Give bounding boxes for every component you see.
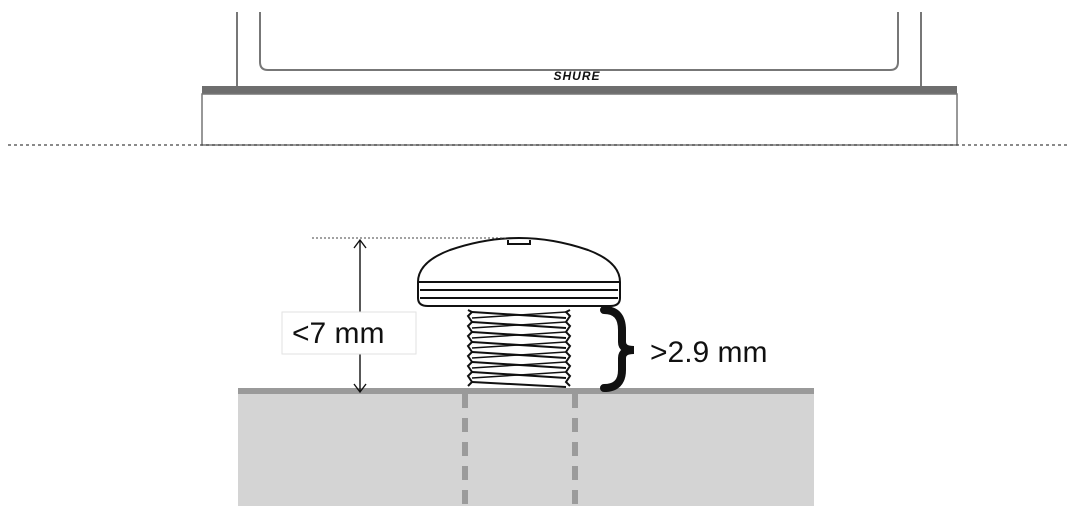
screw-thread bbox=[466, 308, 572, 388]
max-height-label: <7 mm bbox=[292, 317, 385, 350]
thread-length-brace bbox=[600, 306, 635, 392]
device-inner-bezel bbox=[259, 12, 899, 71]
device-outer-frame bbox=[236, 12, 922, 86]
device-base bbox=[201, 93, 958, 146]
screw-head-rim bbox=[418, 281, 620, 299]
screw-slot bbox=[507, 240, 531, 245]
device-base-band bbox=[202, 86, 957, 94]
brand-logo: SHURE bbox=[553, 69, 600, 83]
device-illustration: SHURE bbox=[201, 12, 958, 146]
surface-top-edge bbox=[238, 388, 814, 394]
height-label-box bbox=[281, 311, 417, 355]
screw-head bbox=[417, 236, 621, 307]
min-thread-length-label: >2.9 mm bbox=[650, 336, 768, 369]
screw-illustration bbox=[417, 236, 621, 388]
surface-block bbox=[238, 389, 814, 506]
mounting-surface bbox=[238, 388, 814, 506]
